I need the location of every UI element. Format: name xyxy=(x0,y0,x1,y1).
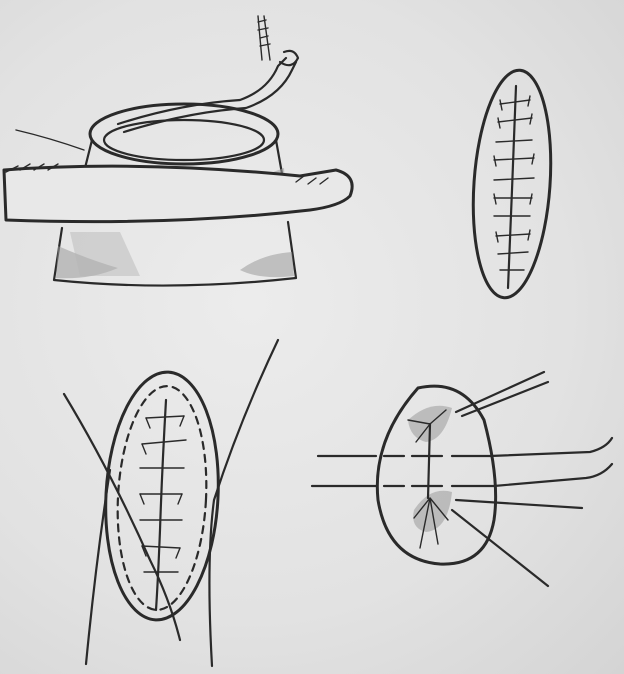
panel-c xyxy=(64,340,278,666)
tissue-hatch xyxy=(70,232,140,276)
traction-line-left xyxy=(64,394,180,640)
opening-inner-rim xyxy=(104,120,264,160)
retractor-blade xyxy=(4,166,352,221)
panel-d xyxy=(312,372,612,586)
upper-traction-threads xyxy=(456,372,548,416)
incision-line xyxy=(508,86,516,288)
blade-guide-line xyxy=(16,130,84,150)
stay-suture-upper xyxy=(318,438,612,456)
tissue-shade-right xyxy=(240,252,294,277)
lower-traction-threads xyxy=(452,500,582,586)
stay-suture-middle xyxy=(312,464,612,486)
traction-line-right xyxy=(209,340,278,666)
opening-outer-rim xyxy=(90,104,278,164)
panel-a xyxy=(4,16,352,286)
suture-knot xyxy=(280,51,298,65)
panel-b xyxy=(466,68,558,301)
incision-line xyxy=(156,400,166,610)
